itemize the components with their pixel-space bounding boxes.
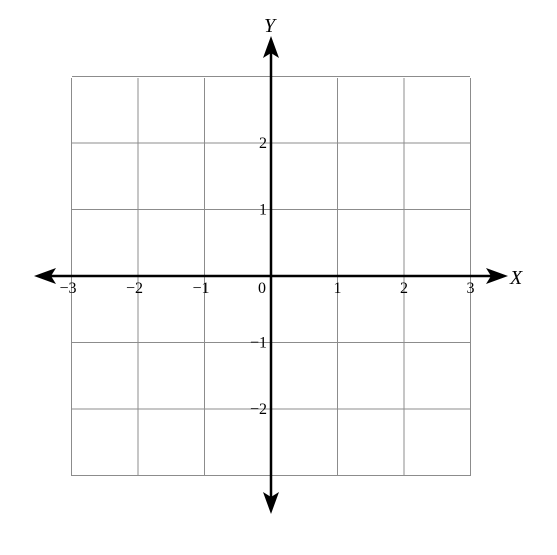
x-axis-name: X	[509, 267, 523, 289]
axes	[34, 36, 508, 514]
x-tick-label: 3	[467, 280, 475, 297]
y-tick-label: 2	[259, 135, 267, 152]
x-tick-label: 2	[400, 280, 408, 297]
y-axis-arrow-down	[263, 492, 279, 514]
y-tick-label: −1	[250, 335, 267, 352]
tick-labels: −3 −2 −1 1 2 3 2 1 −1 −2	[59, 135, 474, 418]
x-tick-label: −3	[59, 280, 76, 297]
x-axis-arrow-right	[486, 268, 508, 284]
y-tick-label: −2	[250, 401, 267, 418]
origin-label: 0	[258, 280, 266, 297]
x-axis-arrow-left	[34, 268, 56, 284]
y-axis-arrow-up	[263, 36, 279, 58]
x-tick-label: −1	[192, 280, 209, 297]
y-axis-name: Y	[264, 15, 277, 37]
y-tick-label: 1	[259, 202, 267, 219]
x-tick-label: −2	[126, 280, 143, 297]
x-tick-label: 1	[334, 280, 342, 297]
